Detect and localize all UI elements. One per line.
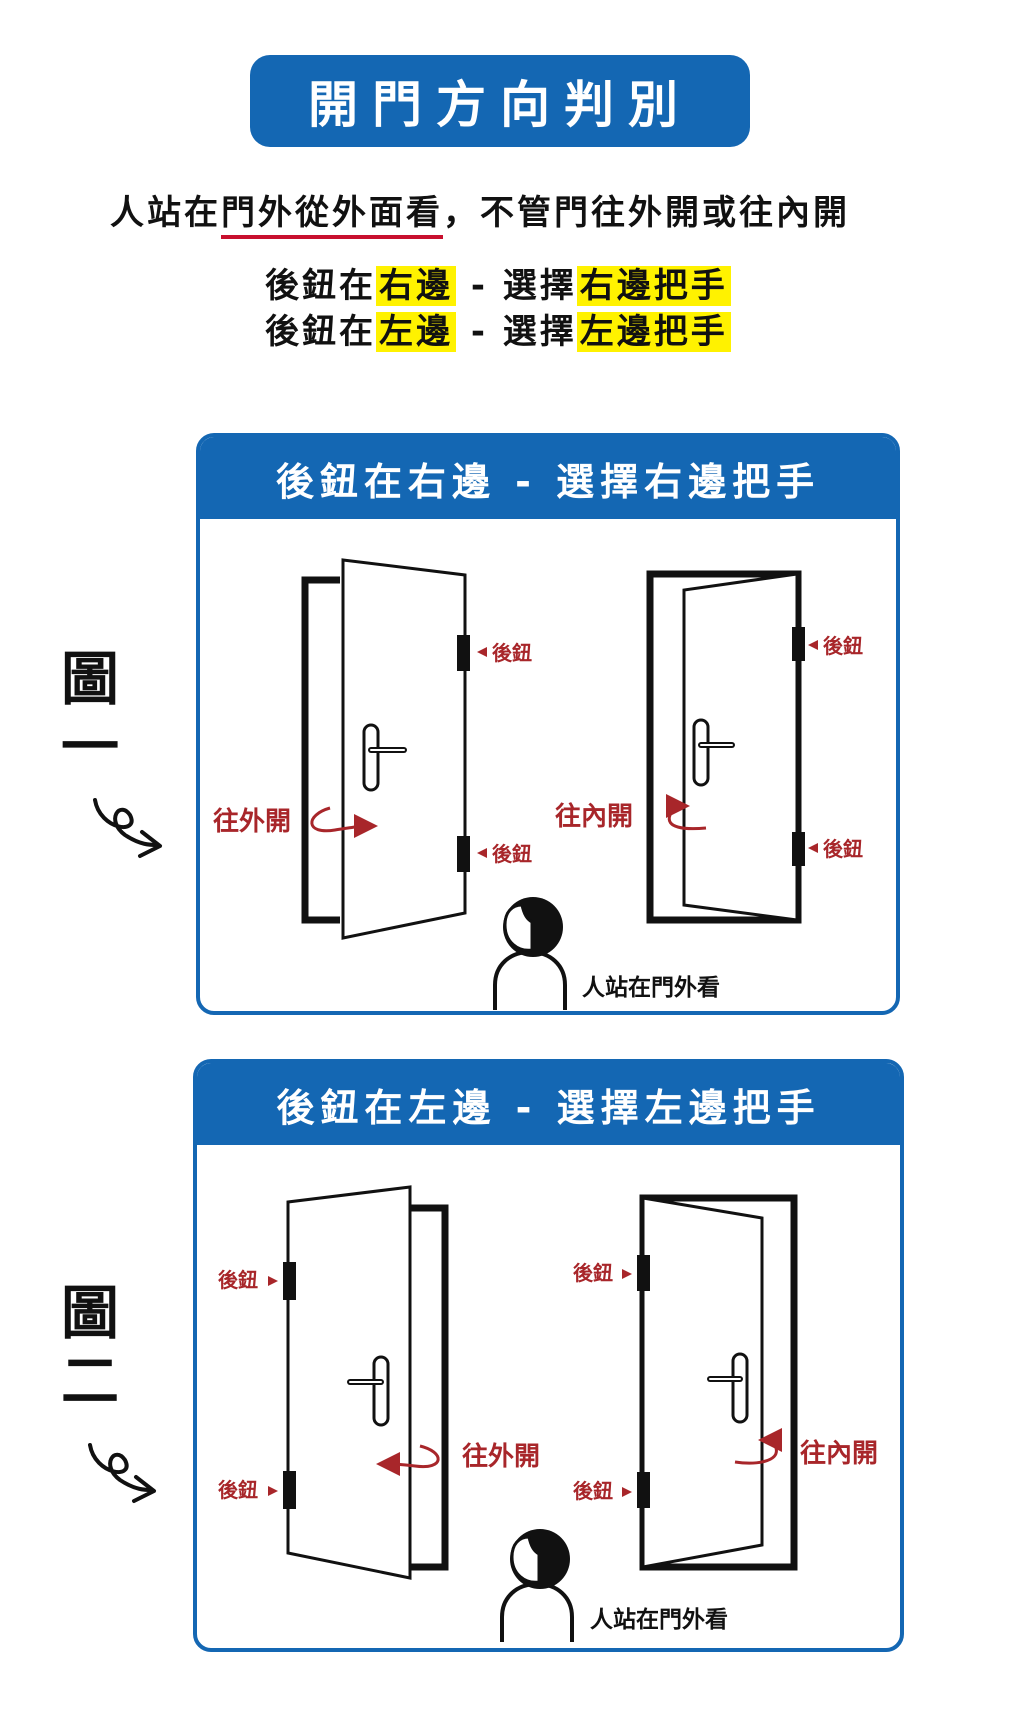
outward-arrow — [310, 806, 378, 839]
inward-arrow — [665, 794, 707, 831]
door-handle — [692, 718, 710, 787]
outward-arrow — [376, 1444, 440, 1477]
inward-arrow — [734, 1428, 783, 1465]
hinge-pointer-bottom — [268, 1486, 278, 1496]
rule-right-sep: - 選擇 — [456, 266, 577, 306]
rule-left-prefix: 後鈕在 — [265, 312, 376, 352]
hinge-top — [283, 1262, 296, 1300]
figure-2-number: 二 — [60, 1347, 119, 1415]
hinge-bottom — [283, 1471, 296, 1509]
figure-2-swirl-arrowhead — [132, 1475, 156, 1503]
rule-left-side: 左邊 — [376, 312, 456, 352]
door-handle — [372, 1355, 390, 1427]
door-handle — [362, 723, 380, 792]
figure-2-person-icon: 人站在門外看 — [500, 1529, 728, 1642]
hinge-label-bottom: 後鈕 — [492, 842, 532, 866]
figure-2-swirl-arrow — [88, 1443, 154, 1492]
figure-1-door-outward: 後鈕 後鈕 往外開 — [213, 558, 532, 940]
outward-label: 往外開 — [462, 1441, 540, 1472]
figure-1-number: 一 — [60, 713, 119, 781]
figure-2-header: 後鈕在左邊 - 選擇左邊把手 — [197, 1063, 900, 1145]
person-label: 人站在門外看 — [582, 974, 720, 1001]
rule-left-handle: 左邊把手 — [576, 312, 731, 352]
figure-2-door-outward: 後鈕 後鈕 往外開 — [218, 1185, 540, 1580]
hinge-pointer-bottom — [477, 848, 487, 858]
rule-right-prefix: 後鈕在 — [265, 266, 376, 306]
hinge-top — [457, 635, 470, 671]
inward-label: 往內開 — [555, 801, 633, 832]
hinge-pointer-bottom — [808, 843, 818, 853]
hinge-pointer-top — [477, 647, 487, 657]
figure-2-label: 圖 — [60, 1279, 119, 1347]
hinge-top — [637, 1255, 650, 1291]
hinge-pointer-top — [622, 1269, 632, 1279]
door-handle — [731, 1352, 749, 1424]
intro-before: 人站在 — [110, 193, 221, 233]
intro-underlined: 門外從外面看 — [221, 193, 443, 239]
hinge-pointer-top — [268, 1276, 278, 1286]
hinge-label-top: 後鈕 — [823, 634, 863, 658]
inward-label: 往內開 — [800, 1438, 878, 1469]
rule-right-side: 右邊 — [376, 266, 456, 306]
hinge-label-bottom: 後鈕 — [573, 1479, 613, 1503]
hinge-pointer-bottom — [622, 1487, 632, 1497]
hinge-bottom — [792, 832, 805, 866]
hinge-label-top: 後鈕 — [218, 1268, 258, 1292]
hinge-bottom — [457, 836, 470, 872]
rule-left: 後鈕在左邊 - 選擇左邊把手 — [265, 304, 731, 353]
figure-1-swirl-arrowhead — [138, 830, 162, 858]
hinge-label-bottom: 後鈕 — [823, 837, 863, 861]
outward-label: 往外開 — [213, 806, 291, 837]
figure-1-person-icon: 人站在門外看 — [493, 897, 720, 1010]
figure-1-header: 後鈕在右邊 - 選擇右邊把手 — [200, 437, 896, 519]
intro-text: 人站在門外從外面看，不管門往外開或往內開 — [110, 185, 930, 239]
figure-1-door-inward: 後鈕 後鈕 往內開 — [555, 570, 863, 924]
intro-after: ，不管門往外開或往內開 — [443, 193, 850, 233]
hinge-pointer-top — [808, 640, 818, 650]
hinge-top — [792, 627, 805, 661]
hinge-label-top: 後鈕 — [573, 1261, 613, 1285]
page-title: 開門方向判別 — [250, 55, 750, 147]
hinge-label-bottom: 後鈕 — [218, 1478, 258, 1502]
hinge-label-top: 後鈕 — [492, 641, 532, 665]
figure-1-swirl-arrow — [93, 798, 160, 847]
figure-2-door-inward: 後鈕 後鈕 往內開 — [573, 1194, 878, 1571]
hinge-bottom — [637, 1472, 650, 1508]
person-label: 人站在門外看 — [590, 1606, 728, 1633]
rule-left-sep: - 選擇 — [456, 312, 577, 352]
rule-right: 後鈕在右邊 - 選擇右邊把手 — [265, 258, 731, 307]
figure-1-label: 圖 — [60, 645, 119, 713]
rule-right-handle: 右邊把手 — [576, 266, 731, 306]
